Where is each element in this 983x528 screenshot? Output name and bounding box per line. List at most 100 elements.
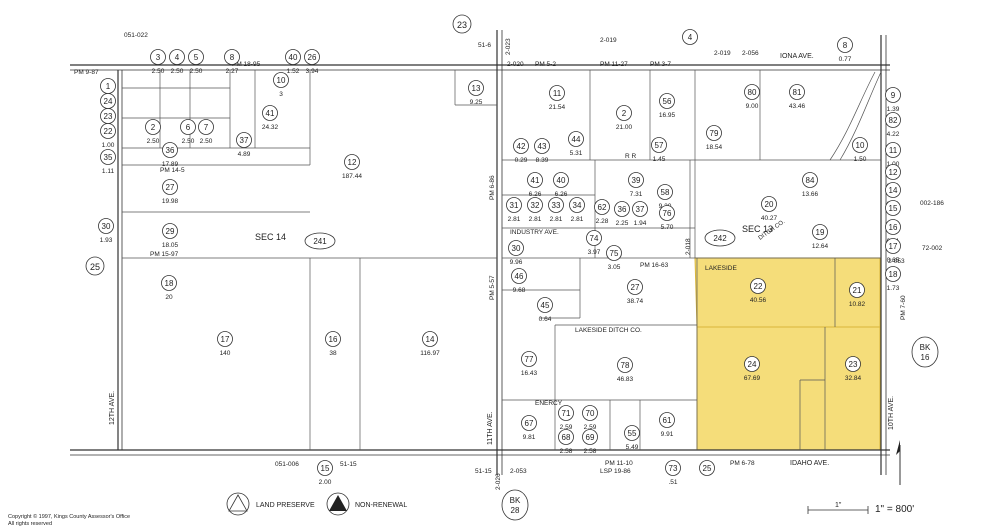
parcel-circle — [569, 197, 585, 213]
parcel-33[interactable]: 332.81 — [548, 197, 564, 224]
parcel-61[interactable]: 619.91 — [659, 412, 675, 439]
parcel-30b[interactable]: 309.96 — [508, 240, 524, 267]
parcel-40b[interactable]: 406.26 — [553, 172, 569, 199]
parcel-41b[interactable]: 416.26 — [527, 172, 543, 199]
parcel-62[interactable]: 622.28 — [594, 199, 610, 226]
parcel-68[interactable]: 682.58 — [558, 429, 574, 456]
parcel-circle — [344, 154, 360, 170]
parcel-3[interactable]: 32.50 — [150, 49, 166, 76]
parcel-13[interactable]: 139.25 — [468, 80, 484, 107]
parcel-82[interactable]: 824.22 — [885, 112, 901, 139]
parcel-70[interactable]: 702.59 — [582, 405, 598, 432]
parcel-40[interactable]: 401.52 — [285, 49, 301, 76]
parcel-31[interactable]: 312.81 — [506, 197, 522, 224]
parcel-acreage: 21.00 — [616, 124, 633, 131]
parcel-73[interactable]: 73.51 — [665, 460, 681, 487]
parcel-15b[interactable]: 15 — [885, 200, 901, 216]
parcel-69[interactable]: 692.58 — [582, 429, 598, 456]
sec13-label: SEC 13 — [742, 224, 773, 234]
parcel-37[interactable]: 374.89 — [236, 132, 252, 159]
highlight-parcel-24-23[interactable] — [696, 326, 881, 451]
parcel-46[interactable]: 469.68 — [511, 268, 527, 295]
parcel-32[interactable]: 322.81 — [527, 197, 543, 224]
parcel-67[interactable]: 679.81 — [521, 415, 537, 442]
parcel-number: 18 — [889, 270, 898, 279]
parcel-10[interactable]: 103 — [273, 72, 289, 99]
parcel-76[interactable]: 765.70 — [659, 205, 675, 232]
parcel-34[interactable]: 342.81 — [569, 197, 585, 224]
parcel-acreage: 1.11 — [102, 168, 115, 175]
parcel-17b[interactable]: 170.65 — [885, 238, 901, 265]
parcel-80[interactable]: 809.00 — [744, 84, 760, 111]
parcel-4[interactable]: 42.50 — [169, 49, 185, 76]
parcel-circle — [616, 105, 632, 121]
parcel-circle — [568, 131, 584, 147]
parcel-15[interactable]: 152.00 — [317, 460, 333, 487]
parcel-circle — [885, 200, 901, 216]
parcel-75[interactable]: 753.05 — [606, 245, 622, 272]
parcel-circle — [761, 196, 777, 212]
parcel-circle — [885, 112, 901, 128]
parcel-43[interactable]: 438.39 — [534, 138, 550, 165]
parcel-71[interactable]: 712.59 — [558, 405, 574, 432]
parcel-8b[interactable]: 80.77 — [837, 37, 853, 64]
parcel-number: 11 — [889, 146, 898, 155]
parcel-10b[interactable]: 101.50 — [852, 137, 868, 164]
parcel-74[interactable]: 743.97 — [586, 230, 602, 257]
parcel-44[interactable]: 445.31 — [568, 131, 584, 158]
parcel-7[interactable]: 72.50 — [198, 119, 214, 146]
parcel-2b[interactable]: 221.00 — [616, 105, 633, 132]
parcel-25b[interactable]: 25 — [699, 460, 715, 476]
parcel-circle — [506, 197, 522, 213]
parcel-57[interactable]: 571.45 — [651, 137, 667, 164]
parcel-45[interactable]: 450.64 — [537, 297, 553, 324]
parcel-5[interactable]: 52.50 — [188, 49, 204, 76]
parcel-36b[interactable]: 362.25 — [614, 201, 630, 228]
road-10th: 10TH AVE. — [888, 396, 895, 430]
parcel-35[interactable]: 351.11 — [100, 149, 116, 176]
parcel-37b[interactable]: 371.94 — [632, 201, 648, 228]
parcel-8[interactable]: 82.27 — [224, 49, 240, 76]
parcel-circle — [627, 279, 643, 295]
parcel-22[interactable]: 221.00 — [100, 123, 116, 150]
parcel-acreage: 9.96 — [510, 259, 523, 266]
parcel-9[interactable]: 91.39 — [885, 87, 901, 114]
parcel-acreage: 9.25 — [470, 99, 483, 106]
parcel-circle — [852, 137, 868, 153]
parcel-4b[interactable]: 4 — [682, 29, 698, 45]
parcel-6[interactable]: 62.50 — [180, 119, 196, 146]
parcel-18b[interactable]: 181.73 — [885, 266, 901, 293]
parcel-39[interactable]: 397.31 — [628, 172, 644, 199]
parcel-number: 25 — [703, 464, 712, 473]
parcel-55[interactable]: 555.49 — [624, 425, 640, 452]
parcel-acreage: 13.66 — [802, 191, 819, 198]
parcel-42[interactable]: 420.29 — [513, 138, 529, 165]
parcel-30[interactable]: 301.93 — [98, 218, 114, 245]
parcel-2[interactable]: 22.50 — [145, 119, 161, 146]
parcel-26[interactable]: 263.94 — [304, 49, 320, 76]
parcel-circle — [744, 356, 760, 372]
